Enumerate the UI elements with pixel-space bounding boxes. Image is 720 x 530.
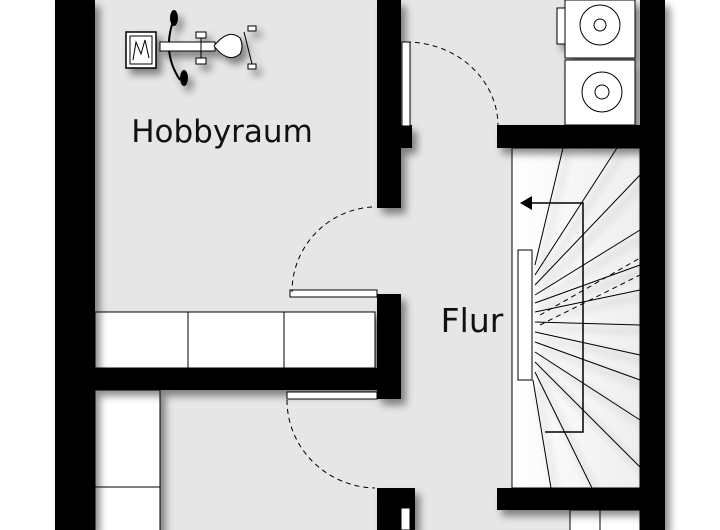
exercise-bike-icon: [125, 10, 257, 86]
cabinet-row: [94, 311, 376, 369]
stair-direction-arrow-icon: [520, 196, 584, 433]
room-label-hobbyraum: Hobbyraum: [131, 114, 313, 150]
wall-hobby-divider: [377, 0, 401, 208]
door-hobby[interactable]: [289, 206, 378, 298]
door-bottom-leaf[interactable]: [400, 507, 411, 530]
wall-left: [55, 0, 95, 530]
wall-right: [640, 0, 665, 530]
room-label-flur: Flur: [441, 301, 504, 340]
fixture-bottom: [569, 509, 641, 530]
door-utility[interactable]: [401, 41, 499, 127]
dryer-icon: [564, 59, 636, 126]
door-lower[interactable]: [286, 391, 378, 489]
stair-handrail: [517, 249, 533, 381]
cabinet-lower-left: [94, 389, 161, 530]
walls: [55, 0, 665, 530]
washing-machine-icon: [556, 0, 636, 59]
staircase: [511, 147, 641, 489]
